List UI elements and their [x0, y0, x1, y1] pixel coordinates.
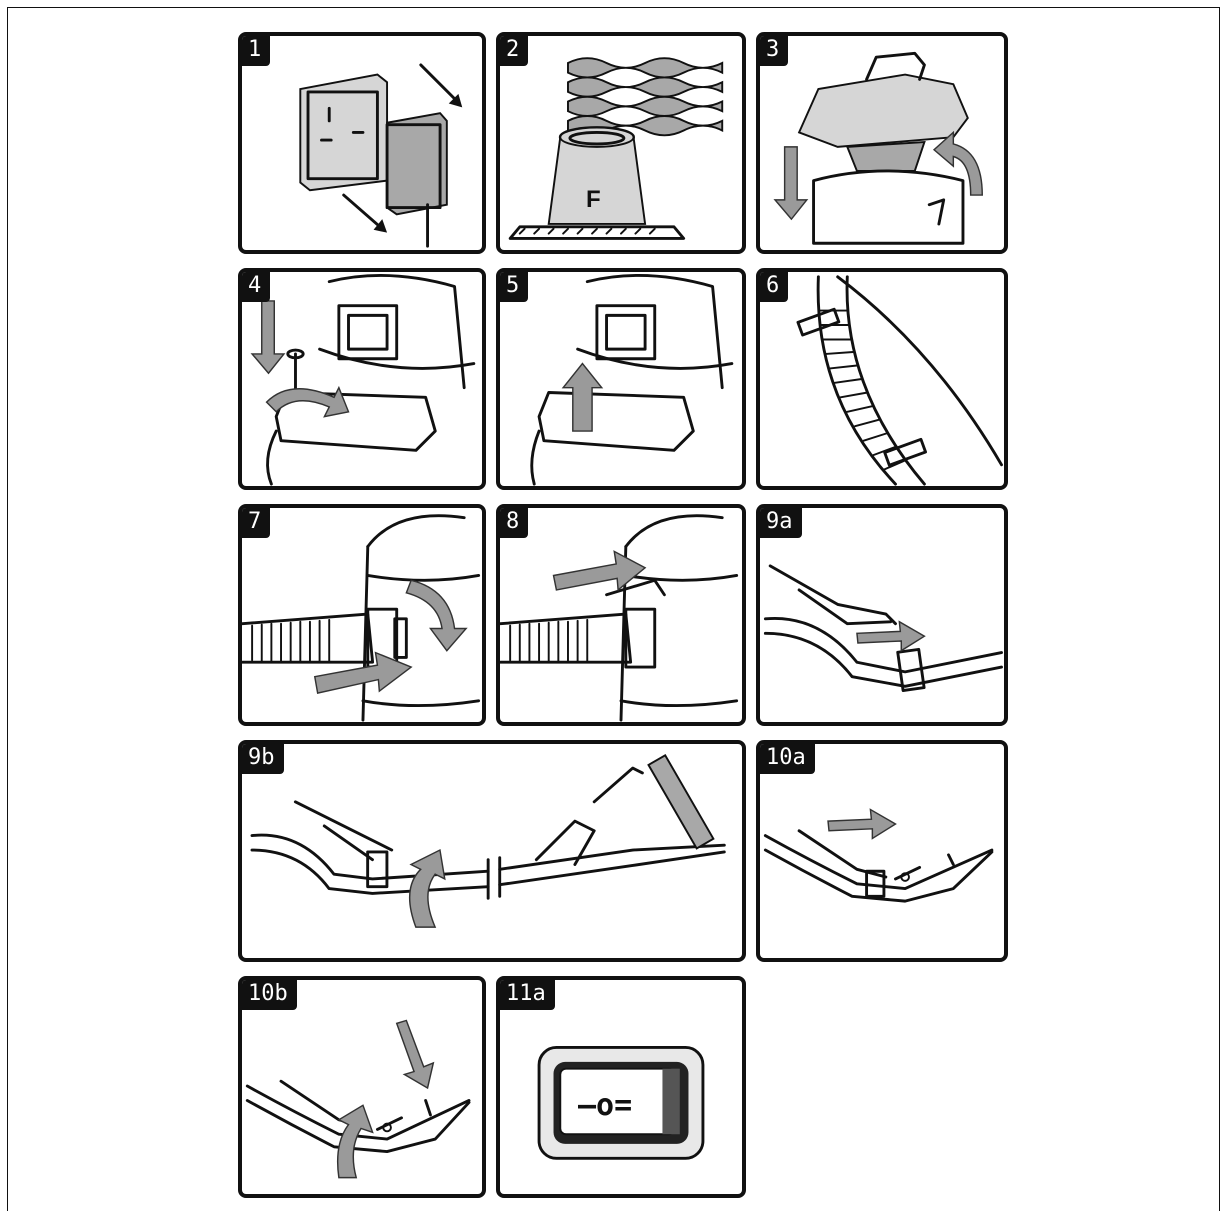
panel-10b: 10b	[238, 976, 486, 1198]
filter-illustration	[500, 36, 742, 250]
nozzle-connect-illustration	[760, 744, 1004, 958]
panel-label: 10a	[759, 743, 815, 774]
panel-label: 5	[499, 271, 528, 302]
panel-1: 1	[238, 32, 486, 254]
panel-label: 10b	[241, 979, 297, 1010]
hose-attach-illustration	[242, 508, 482, 722]
panel-6: 6	[756, 268, 1008, 490]
wand-nozzle-illustration	[242, 744, 742, 958]
panel-8: 8	[496, 504, 746, 726]
panel-4: 4	[238, 268, 486, 490]
panel-7: 7	[238, 504, 486, 726]
panel-label: 8	[499, 507, 528, 538]
hose-lock-illustration	[500, 508, 742, 722]
clip-close-illustration	[500, 272, 742, 486]
panel-10a: 10a	[756, 740, 1008, 962]
plug-socket-illustration	[242, 36, 482, 250]
panel-label: 7	[241, 507, 270, 538]
hose-illustration	[760, 272, 1004, 486]
panel-label: 9a	[759, 507, 802, 538]
panel-9b: 9b	[238, 740, 746, 962]
panel-9a: 9a	[756, 504, 1008, 726]
panel-5: 5	[496, 268, 746, 490]
panel-label: 6	[759, 271, 788, 302]
panel-label: 3	[759, 35, 788, 66]
panel-label: 11a	[499, 979, 555, 1010]
panel-label: 9b	[241, 743, 284, 774]
switch-symbol: –o=	[578, 1088, 632, 1123]
nozzle-lock-illustration	[242, 980, 482, 1194]
panel-label: 2	[499, 35, 528, 66]
panel-label: 1	[241, 35, 270, 66]
panel-11a: 11a –o=	[496, 976, 746, 1198]
panel-2: 2 F	[496, 32, 746, 254]
clip-open-illustration	[242, 272, 482, 486]
panel-label: 4	[241, 271, 270, 302]
wand-connect-illustration	[760, 508, 1004, 722]
filter-letter: F	[586, 186, 601, 214]
power-switch-illustration	[500, 980, 742, 1194]
vacuum-head-illustration	[760, 36, 1004, 250]
panel-3: 3	[756, 32, 1008, 254]
